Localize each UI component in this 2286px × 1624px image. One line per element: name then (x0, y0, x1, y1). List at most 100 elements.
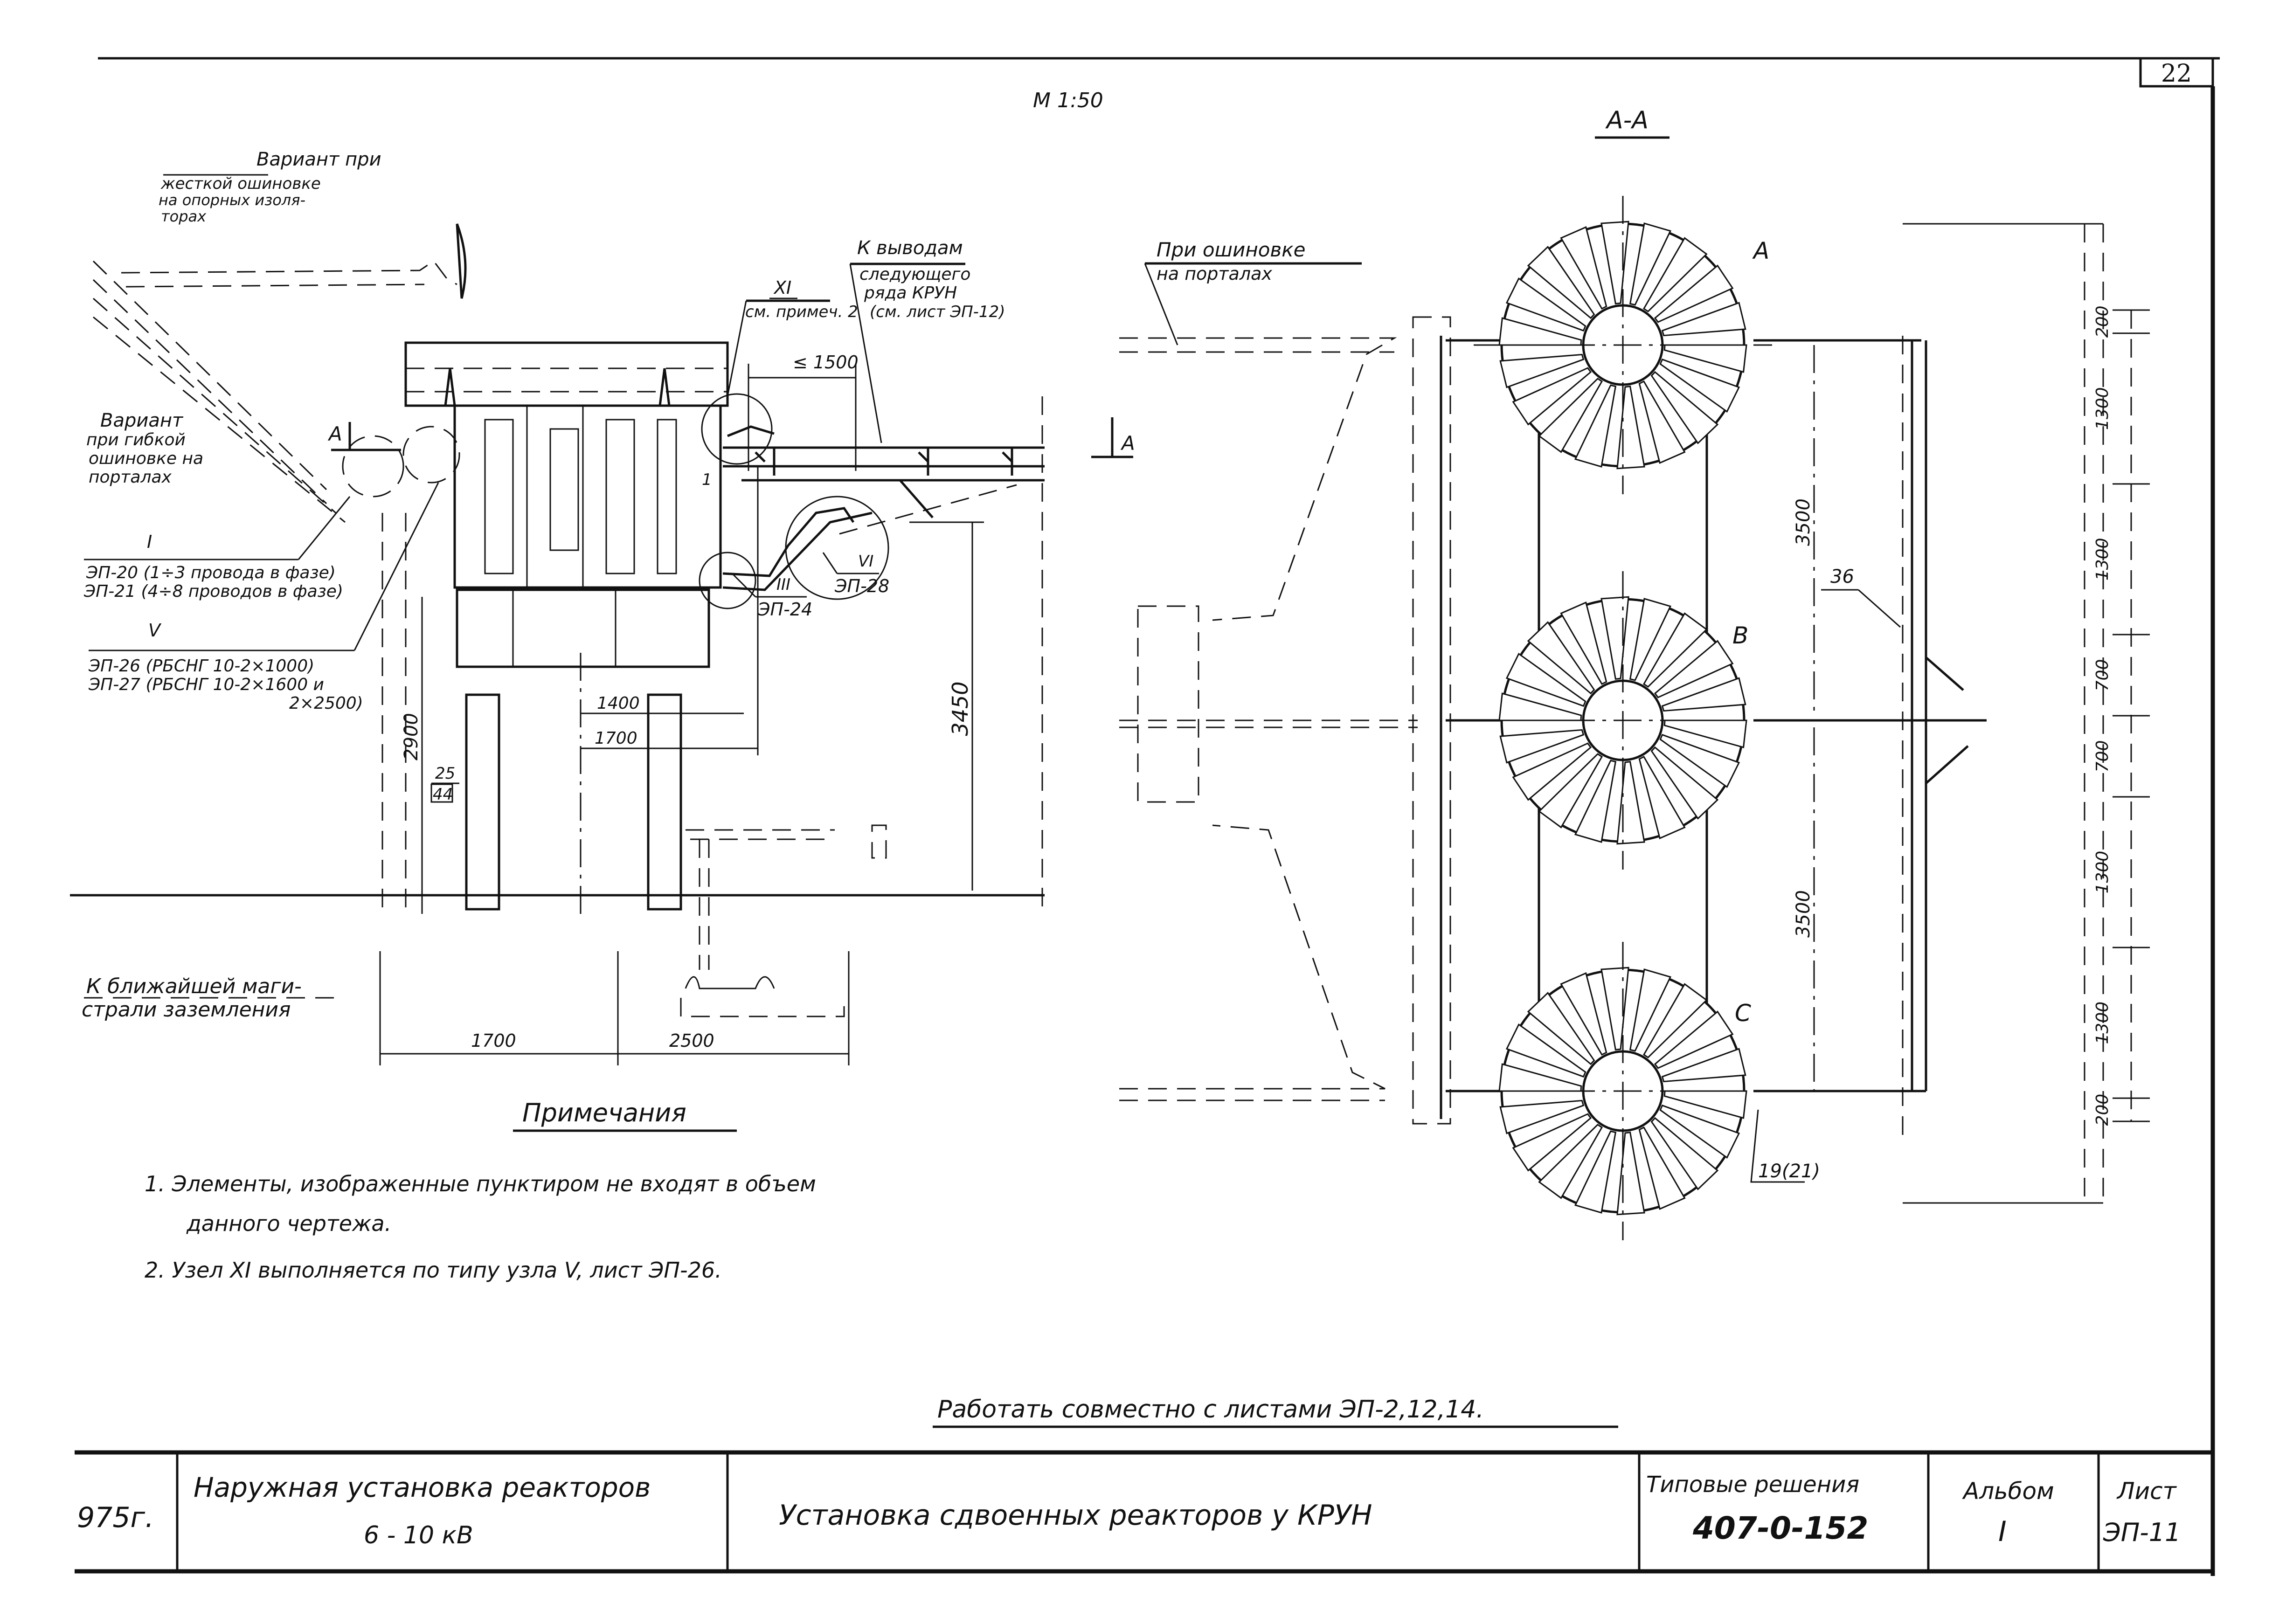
bus-structure (699, 393, 1045, 609)
reactor-blade (1642, 237, 1708, 312)
svg-text:ЭП-20 (1÷3 провода в фазе): ЭП-20 (1÷3 провода в фазе) (86, 563, 336, 582)
callout-item-36: 36 (1821, 566, 1901, 628)
reactor-blade (1527, 246, 1595, 319)
incoming-buses-dashed (1119, 316, 1451, 1125)
reactor-blade (1629, 968, 1671, 1052)
reactor-blade (1638, 755, 1686, 839)
sheet-frame: 22 (98, 57, 2220, 1576)
reactor-blade (1659, 358, 1740, 413)
svg-text:на порталах: на порталах (1157, 263, 1272, 284)
svg-text:2500: 2500 (669, 1030, 714, 1051)
reactor-blade (1505, 1023, 1586, 1078)
svg-text:см. примеч. 2: см. примеч. 2 (745, 303, 858, 321)
sheet-value: ЭП-11 (2103, 1518, 2181, 1547)
drawing-title: Установка сдвоенных реакторов у КРУН (779, 1499, 1372, 1532)
dim-height-3450: 3450 (909, 396, 1043, 909)
typical-code: 407-0-152 (1692, 1510, 1868, 1546)
reactor-blade (1600, 967, 1629, 1051)
reactor-assembly (404, 341, 729, 911)
reactor-phase-a (1474, 196, 1772, 494)
side-view: Вариант при жесткой ошиновке на опорных … (70, 149, 1135, 1065)
dimension-label: 700 (2093, 659, 2112, 691)
reactor-blade (1616, 1131, 1645, 1216)
svg-text:жесткой ошиновке: жесткой ошиновке (160, 174, 321, 193)
dim-3500-top: 3500 (1793, 345, 1815, 718)
reactor-blade (1650, 371, 1719, 444)
svg-text:XI: XI (773, 277, 791, 298)
reactor-blade (1659, 733, 1740, 788)
svg-text:44: 44 (433, 785, 453, 804)
callout-node-I: I ЭП-20 (1÷3 провода в фазе) ЭП-21 (4÷8 … (83, 435, 404, 601)
year: 975г. (77, 1501, 154, 1534)
svg-text:3500: 3500 (1793, 890, 1814, 938)
reactor-blade (1499, 729, 1585, 764)
callout-node-III: III ЭП-24 (731, 573, 812, 620)
scale-label: М 1:50 (1033, 89, 1103, 112)
reactor-blade (1499, 1099, 1585, 1134)
reactor-blade (1512, 1113, 1592, 1172)
svg-text:1700: 1700 (595, 729, 637, 748)
reactor-blade (1642, 983, 1708, 1058)
album-label: Альбом (1962, 1478, 2054, 1505)
svg-text:К ближайшей маги-: К ближайшей маги- (86, 974, 302, 998)
svg-text:(см. лист ЭП-12): (см. лист ЭП-12) (870, 303, 1005, 321)
svg-text:ряда КРУН: ряда КРУН (864, 283, 957, 303)
project-name-line1: Наружная установка реакторов (194, 1472, 651, 1503)
reactor-blade (1505, 652, 1586, 707)
sheet-label: Лист (2116, 1478, 2177, 1505)
svg-text:следующего: следующего (859, 265, 970, 284)
svg-text:страли заземления: страли заземления (82, 998, 291, 1022)
reactor-blade (1499, 353, 1585, 388)
svg-text:I: I (147, 532, 152, 552)
reactor-blade (1560, 601, 1607, 685)
reactor-blade (1600, 221, 1629, 305)
reactor-blade (1560, 226, 1607, 310)
project-name-line2: 6 - 10 кВ (364, 1521, 473, 1549)
reactor-blade (1650, 746, 1719, 820)
svg-text:19(21): 19(21) (1758, 1161, 1820, 1182)
reactor-blade (1600, 596, 1629, 680)
reactor-blade (1629, 222, 1671, 306)
reactor-phase-c (1474, 942, 1772, 1240)
dimension-label: 1300 (2093, 851, 2112, 894)
title-block: 975г. Наружная установка реакторов 6 - 1… (75, 1450, 2213, 1574)
dimension-label: 200 (2093, 305, 2112, 338)
section-mark-right: А (1120, 432, 1135, 455)
callout-item-19-21: 19(21) (1750, 1109, 1820, 1183)
callout-node-XI: XI см. примеч. 2 (727, 277, 858, 397)
phase-label-c: С (1735, 1000, 1751, 1027)
callout-node-VI: VI ЭП-28 (822, 552, 889, 596)
svg-text:1400: 1400 (597, 694, 640, 713)
reactor-blade (1574, 760, 1617, 843)
notes-title: Примечания (522, 1098, 686, 1127)
section-title: А-А (1605, 106, 1649, 134)
reactor-blade (1505, 277, 1586, 332)
note-1-cont: данного чертежа. (186, 1211, 391, 1236)
dim-span-max: ≤ 1500 (748, 352, 859, 471)
note-2: 2. Узел XI выполняется по типу узла V, л… (145, 1258, 722, 1283)
mark-25-44: 25 44 (430, 764, 459, 804)
svg-text:≤ 1500: ≤ 1500 (793, 352, 859, 373)
callout-grounding: К ближайшей маги- страли заземления (82, 974, 336, 1022)
dimension-label: 200 (2093, 1094, 2112, 1126)
reactor-phase-b (1474, 571, 1772, 870)
album-value: I (1998, 1515, 2007, 1548)
svg-text:ЭП-26 (РБСНГ 10-2×1000): ЭП-26 (РБСНГ 10-2×1000) (88, 657, 314, 676)
svg-text:1700: 1700 (471, 1030, 516, 1051)
svg-text:2×2500): 2×2500) (289, 694, 363, 713)
work-together-note: Работать совместно с листами ЭП-2,12,14. (937, 1396, 1484, 1424)
dim-bottom: 1700 2500 (379, 951, 850, 1065)
dim-3500-bottom: 3500 (1793, 727, 1815, 1091)
reactor-blade (1616, 760, 1645, 845)
svg-text:Вариант: Вариант (100, 410, 184, 431)
dim-height-2900: 2900 (381, 513, 423, 914)
svg-text:ЭП-27 (РБСНГ 10-2×1600 и: ЭП-27 (РБСНГ 10-2×1600 и (88, 675, 324, 694)
section-view: При ошиновке на порталах (1119, 196, 2150, 1240)
reactor-blade (1538, 753, 1603, 829)
dimension-label: 1300 (2093, 387, 2112, 430)
page-number-box (2139, 57, 2214, 88)
section-mark-left: А (327, 422, 342, 445)
svg-text:III: III (776, 575, 790, 594)
